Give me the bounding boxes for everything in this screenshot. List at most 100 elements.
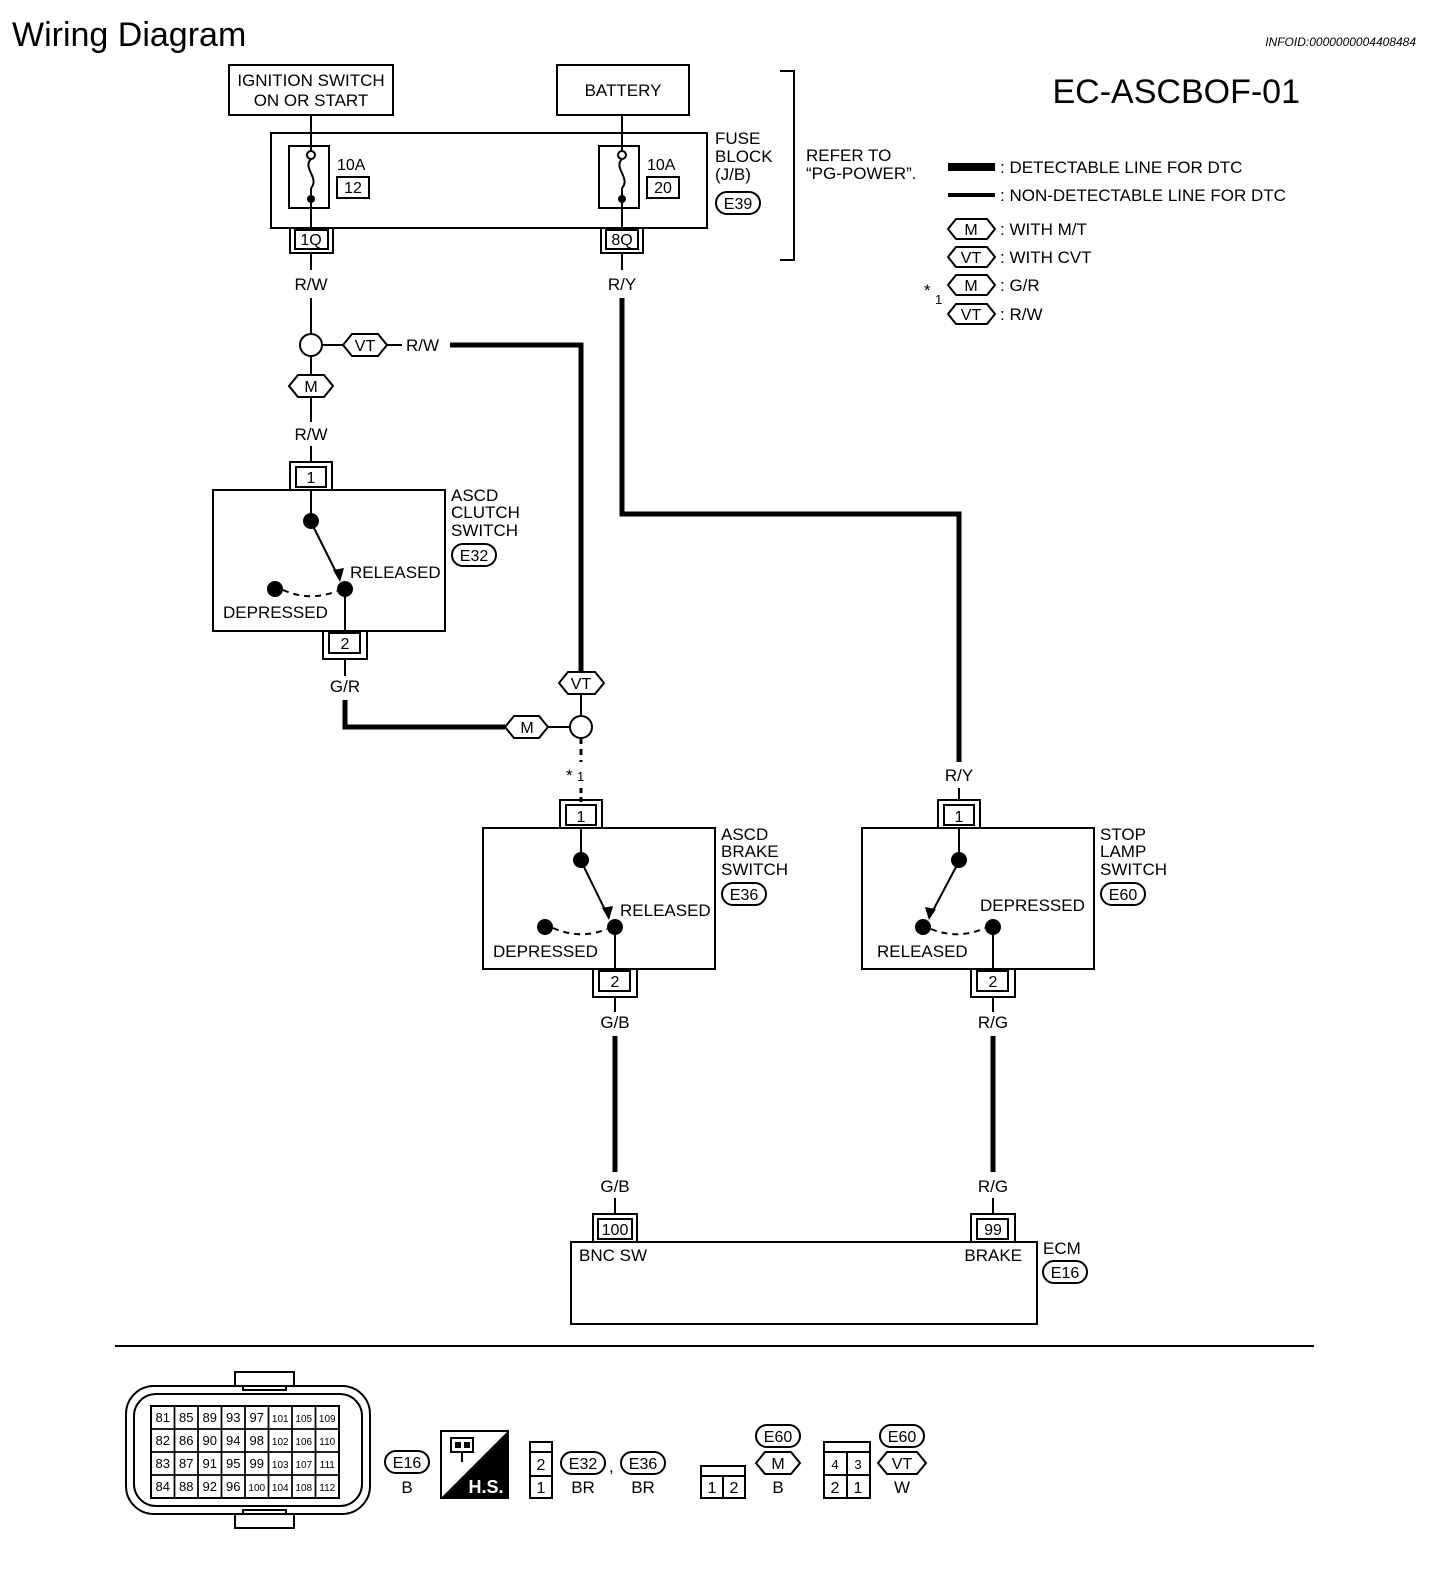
ecm-pin-100: 100 — [602, 1222, 629, 1239]
wire-star-sub: 1 — [577, 769, 584, 784]
brake-pin-top: 1 — [577, 809, 586, 826]
asc-brake-switch: 1 RELEASED DEPRESSED 2 — [482, 799, 716, 998]
ecm-pin-number: 98 — [250, 1433, 264, 1448]
c4-tag: VT — [892, 1456, 913, 1473]
c4-pin-3: 3 — [854, 1457, 861, 1472]
wire-star: * — [566, 766, 573, 785]
brake-name-3: SWITCH — [721, 860, 788, 879]
refer-bracket — [780, 70, 795, 261]
ecm-pin-number: 106 — [295, 1437, 312, 1448]
c3-pin-b: 2 — [730, 1480, 739, 1497]
c2-badge-a — [560, 1451, 606, 1475]
clutch-depressed: DEPRESSED — [223, 603, 328, 622]
wire-label-gb-upper: G/B — [600, 1013, 629, 1032]
c3-color: B — [772, 1478, 783, 1497]
ecm-pin-number: 81 — [156, 1410, 170, 1425]
vt-tag-top-label: VT — [355, 338, 376, 355]
fuse-left-number: 12 — [344, 180, 362, 197]
footer-ecm-conn: E16 — [393, 1455, 422, 1472]
ecm-pin-number: 100 — [248, 1483, 265, 1494]
brake-name-2: BRAKE — [721, 842, 779, 861]
clutch-name-1: ASCD — [451, 486, 498, 505]
wire-label-rw-top: R/W — [294, 275, 327, 294]
brake-released: RELEASED — [620, 901, 711, 920]
connector-e60-cvt: 4 3 2 1 — [823, 1441, 871, 1499]
c2-color-b: BR — [631, 1478, 655, 1497]
ecm-pin-number: 88 — [179, 1479, 193, 1494]
fuse-block-connector-badge — [715, 191, 761, 215]
stop-connector-badge — [1100, 882, 1146, 906]
c2-conn-a: E32 — [569, 1456, 598, 1473]
wire-label-rg-lower: R/G — [978, 1177, 1008, 1196]
c3-tag: M — [771, 1456, 784, 1473]
refer-line1: REFER TO — [806, 146, 891, 165]
ecm-connector: E16 — [1051, 1265, 1080, 1282]
c3-tag-shape — [754, 1451, 802, 1475]
m-tag-left-label: M — [304, 379, 317, 396]
battery-label: BATTERY — [585, 81, 662, 100]
ecm-pin-number: 111 — [320, 1460, 336, 1471]
stop-depressed: DEPRESSED — [980, 896, 1085, 915]
footer-ecm-color: B — [401, 1478, 412, 1497]
ecm-pin-number: 99 — [250, 1456, 264, 1471]
fuse-left-rating: 10A — [337, 157, 366, 174]
c4-tag-shape — [876, 1451, 928, 1475]
ecm-pin-number: 95 — [226, 1456, 240, 1471]
m-tag-mid-label: M — [520, 720, 533, 737]
ecm-pin-number: 82 — [156, 1433, 170, 1448]
brake-pin-bottom: 2 — [611, 974, 620, 991]
wire-label-rw-branch: R/W — [406, 336, 439, 355]
wire-label-gr: G/R — [330, 677, 360, 696]
c2-conn-b: E36 — [629, 1456, 658, 1473]
ecm-pin-number: 92 — [203, 1479, 217, 1494]
legend: : DETECTABLE LINE FOR DTC : NON-DETECTAB… — [924, 158, 1286, 325]
wire-label-rw-mid: R/W — [294, 425, 327, 444]
clutch-pin-bottom: 2 — [341, 636, 350, 653]
vt-tag-mid-label: VT — [571, 676, 592, 693]
c4-badge — [879, 1424, 925, 1448]
clutch-name-3: SWITCH — [451, 521, 518, 540]
brake-connector: E36 — [730, 887, 759, 904]
clutch-name-2: CLUTCH — [451, 503, 520, 522]
legend-non-detectable: : NON-DETECTABLE LINE FOR DTC — [1000, 186, 1286, 205]
wire-gr — [342, 700, 505, 730]
ecm-pin-number: 83 — [156, 1456, 170, 1471]
brake-connector-badge — [721, 882, 767, 906]
ecm-brake: BRAKE — [964, 1246, 1022, 1265]
c2-pin-a: 2 — [537, 1457, 546, 1474]
stop-name-2: LAMP — [1100, 842, 1146, 861]
legend-cvt-text: : WITH CVT — [1000, 248, 1092, 267]
fuse-block-name-3: (J/B) — [715, 165, 751, 184]
legend-mt-text: : WITH M/T — [1000, 220, 1087, 239]
ecm-pin-number: 97 — [250, 1410, 264, 1425]
c4-pin-1: 1 — [854, 1480, 863, 1497]
wire-ry — [619, 298, 962, 762]
fuse-terminal-1q: 1Q — [300, 232, 321, 249]
hs-label: H.S. — [468, 1477, 503, 1497]
ecm-pin-number: 107 — [295, 1460, 312, 1471]
stop-released: RELEASED — [877, 942, 968, 961]
c3-badge — [755, 1424, 801, 1448]
asc-clutch-switch: 1 RELEASED DEPRESSED 2 — [212, 461, 446, 660]
legend-star-m-text: : G/R — [1000, 276, 1040, 295]
fuse-right-rating: 10A — [647, 157, 676, 174]
legend-star-vt-tag: VT — [961, 307, 982, 324]
legend-detectable: : DETECTABLE LINE FOR DTC — [1000, 158, 1242, 177]
legend-star-sub: 1 — [935, 292, 942, 307]
c2-pin-b: 1 — [537, 1480, 546, 1497]
ecm-pin-99: 99 — [984, 1222, 1002, 1239]
fuse-block-connector: E39 — [724, 196, 753, 213]
ecm-pin-number: 105 — [295, 1414, 312, 1425]
refer-line2: “PG-POWER”. — [806, 164, 917, 183]
ecm-name: ECM — [1043, 1239, 1081, 1258]
vt-tag-mid — [557, 671, 606, 695]
ecm: 100 99 BNC SW BRAKE — [570, 1213, 1038, 1325]
stop-lamp-switch: 1 DEPRESSED RELEASED 2 — [861, 799, 1095, 998]
ignition-label-line2: ON OR START — [254, 91, 369, 110]
stop-pin-bottom: 2 — [989, 974, 998, 991]
c3-pin-a: 1 — [708, 1480, 717, 1497]
c4-pin-4: 4 — [831, 1457, 838, 1472]
wire-label-gb-lower: G/B — [600, 1177, 629, 1196]
